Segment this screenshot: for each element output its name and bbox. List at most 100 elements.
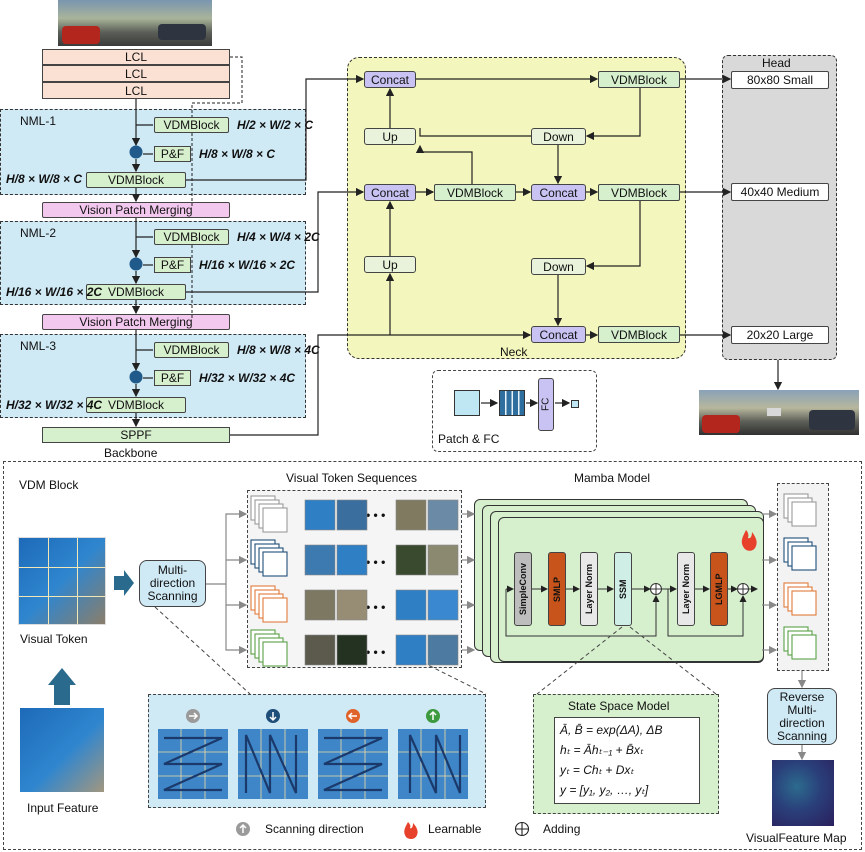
head-title: Head (762, 56, 791, 70)
visual-feature-map-label: VisualFeature Map (746, 831, 847, 845)
neck-up-1: Up (364, 128, 416, 145)
nml-3-vdm-bottom: VDMBlock (86, 397, 186, 413)
token-to-scan-arrow (114, 570, 134, 596)
neck-label: Neck (500, 345, 528, 359)
legend-adding-label: Adding (543, 822, 581, 836)
head-output-small: 80x80 Small (731, 71, 829, 89)
input-image (58, 0, 212, 46)
nml-3-vdm-top: VDMBlock (154, 342, 229, 358)
nml-3-dim-top: H/8 × W/8 × 4C (237, 343, 320, 357)
nml1-to-neck (186, 74, 365, 181)
nml-1-dim-left: H/8 × W/8 × C (6, 172, 83, 186)
sequence-ellipsis-3: • • • (366, 600, 386, 614)
sequence-ellipsis-1: • • • (366, 508, 386, 522)
neck-panel (347, 57, 686, 359)
nml-3-title: NML-3 (20, 339, 57, 353)
nml-2-vdm-bottom: VDMBlock (86, 284, 186, 300)
sequence-ellipsis-4: • • • (366, 645, 386, 659)
sppf-box: SPPF (42, 427, 230, 443)
visual-token-label: Visual Token (20, 632, 88, 646)
nml-2-vdm-top: VDMBlock (154, 229, 229, 245)
neck-down-2: Down (531, 258, 586, 275)
sequence-ellipsis-2: • • • (366, 555, 386, 569)
nml-1-panel (0, 109, 306, 195)
patch-fc-label: Patch & FC (438, 432, 500, 446)
ssm-equations-box (554, 717, 700, 804)
token-stack-green (250, 629, 288, 667)
neck-concat-4: Concat (531, 326, 586, 343)
output-image (699, 390, 859, 435)
visual-feature-map-image (772, 760, 834, 826)
scan-patterns (158, 709, 468, 799)
neck-concat-3: Concat (531, 184, 586, 201)
nml-2-dim-top: H/4 × W/4 × 2C (237, 230, 320, 244)
nml-1-title: NML-1 (20, 114, 57, 128)
ssm-connector-1 (536, 626, 623, 695)
token-stack-orange (250, 585, 288, 623)
scan-connector-1 (154, 606, 251, 695)
nml-1-vdm-bottom: VDMBlock (86, 172, 186, 188)
neck-concat-2: Concat (364, 184, 416, 201)
patch-square (454, 390, 480, 416)
multi-direction-label: Multi- direction Scanning (147, 563, 198, 603)
backbone-adders (129, 145, 143, 384)
nml-3-dim-mid: H/32 × W/32 × 4C (199, 371, 296, 385)
head-panel (722, 55, 837, 360)
vision-patch-merging-1: Vision Patch Merging (42, 202, 230, 218)
lcl-dashed-link (191, 56, 243, 117)
input-feature-image (20, 708, 104, 792)
neck-vdm-1: VDMBlock (598, 71, 680, 88)
nml-2-title: NML-2 (20, 226, 57, 240)
head-output-large: 20x20 Large (731, 326, 829, 344)
token-stack-gray (250, 495, 288, 533)
nml-2-dim-mid: H/16 × W/16 × 2C (199, 258, 296, 272)
neck-vdm-3: VDMBlock (598, 184, 680, 201)
nml2-to-neck (186, 187, 365, 293)
input-feature-label: Input Feature (27, 801, 99, 815)
adder-icon (129, 370, 143, 384)
visual-token-sequences-label: Visual Token Sequences (286, 471, 417, 485)
reverse-scanning-box: Reverse Multi- direction Scanning (767, 688, 837, 745)
nml-2-dim-left: H/16 × W/16 × 2C (6, 285, 103, 299)
ssm-eq-3: yₜ = Chₜ + Dxₜ (560, 763, 634, 777)
mamba-model-label: Mamba Model (574, 471, 651, 485)
neck-vdm-2: VDMBlock (434, 184, 516, 201)
adder-icon (129, 257, 143, 271)
neck-concat-1: Concat (364, 71, 416, 88)
vision-patch-merging-2: Vision Patch Merging (42, 314, 230, 330)
visual-token-image (18, 537, 106, 625)
nml-3-pf: P&F (154, 370, 191, 386)
ssm-eq-1: Ā, B̄ = exp(ΔA), ΔB (560, 723, 663, 737)
ssm-connector-2 (629, 626, 717, 695)
patch-fc-panel (432, 370, 597, 452)
patch-grid (499, 390, 525, 416)
learnable-flame-icon (741, 530, 757, 551)
neck-up-2: Up (364, 256, 416, 273)
vdm-block-title: VDM Block (19, 478, 79, 492)
lcl-box-1: LCL (42, 49, 230, 65)
learnable-icon (404, 822, 418, 840)
vdm-block-panel (3, 461, 862, 850)
ssm-eq-2: hₜ = Āhₜ₋₁ + B̄xₜ (560, 743, 644, 757)
backbone-label: Backbone (104, 446, 158, 460)
neck-down-1: Down (531, 128, 586, 145)
mamba-adders (650, 583, 749, 595)
adder-icon (129, 145, 143, 159)
nml-1-vdm-top: VDMBlock (154, 117, 229, 133)
nml-1-dim-mid: H/8 × W/8 × C (199, 147, 276, 161)
lcl-box-3: LCL (42, 82, 230, 99)
nml-1-pf: P&F (154, 146, 191, 162)
token-thumbnails (304, 499, 459, 666)
multi-direction-scanning-box: Multi- direction Scanning (139, 560, 206, 607)
ssm-eq-4: y = [y₁, y₂, …, yₜ] (560, 783, 649, 797)
fc-output-square (571, 400, 579, 408)
nml-2-pf: P&F (154, 257, 191, 273)
neck-vdm-4: VDMBlock (598, 326, 680, 343)
sppf-to-neck (230, 330, 532, 436)
reverse-scanning-label: Reverse Multi- direction Scanning (776, 689, 828, 743)
token-stack-blue (250, 539, 288, 577)
nml-3-dim-left: H/32 × W/32 × 4C (6, 398, 103, 412)
lcl-box-2: LCL (42, 65, 230, 82)
head-output-medium: 40x40 Medium (731, 183, 829, 201)
